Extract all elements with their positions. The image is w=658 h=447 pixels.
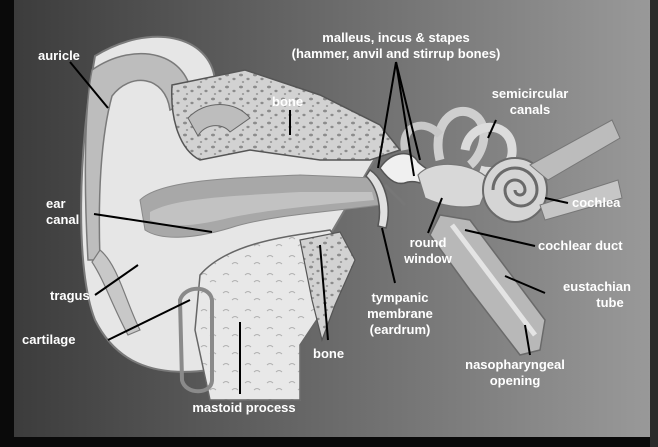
right-border [650,0,658,447]
label-bone-lower: bone [313,346,344,361]
label-cochlea: cochlea [572,195,621,210]
label-auricle: auricle [38,48,80,63]
label-tragus: tragus [50,288,90,303]
label-ossicles-line1: malleus, incus & stapes [322,30,469,45]
label-ear-canal-line1: ear [46,196,66,211]
label-nasopharyngeal-line2: opening [490,373,541,388]
label-eustachian-line2: tube [596,295,623,310]
label-cochlear-duct: cochlear duct [538,238,623,253]
label-mastoid: mastoid process [192,400,295,415]
label-cartilage: cartilage [22,332,75,347]
label-semicircular-line1: semicircular [492,86,569,101]
label-bone-upper: bone [272,94,303,109]
label-tympanic-line2: membrane [367,306,433,321]
label-nasopharyngeal-line1: nasopharyngeal [465,357,565,372]
label-ossicles-line2: (hammer, anvil and stirrup bones) [292,46,501,61]
label-eustachian-line1: eustachian [563,279,631,294]
bottom-border [0,437,658,447]
label-tympanic-line1: tympanic [371,290,428,305]
label-semicircular-line2: canals [510,102,550,117]
label-ear-canal-line2: canal [46,212,79,227]
label-tympanic-line3: (eardrum) [370,322,431,337]
label-round-window-line1: round [410,235,447,250]
label-round-window-line2: window [403,251,453,266]
left-border [0,0,14,447]
